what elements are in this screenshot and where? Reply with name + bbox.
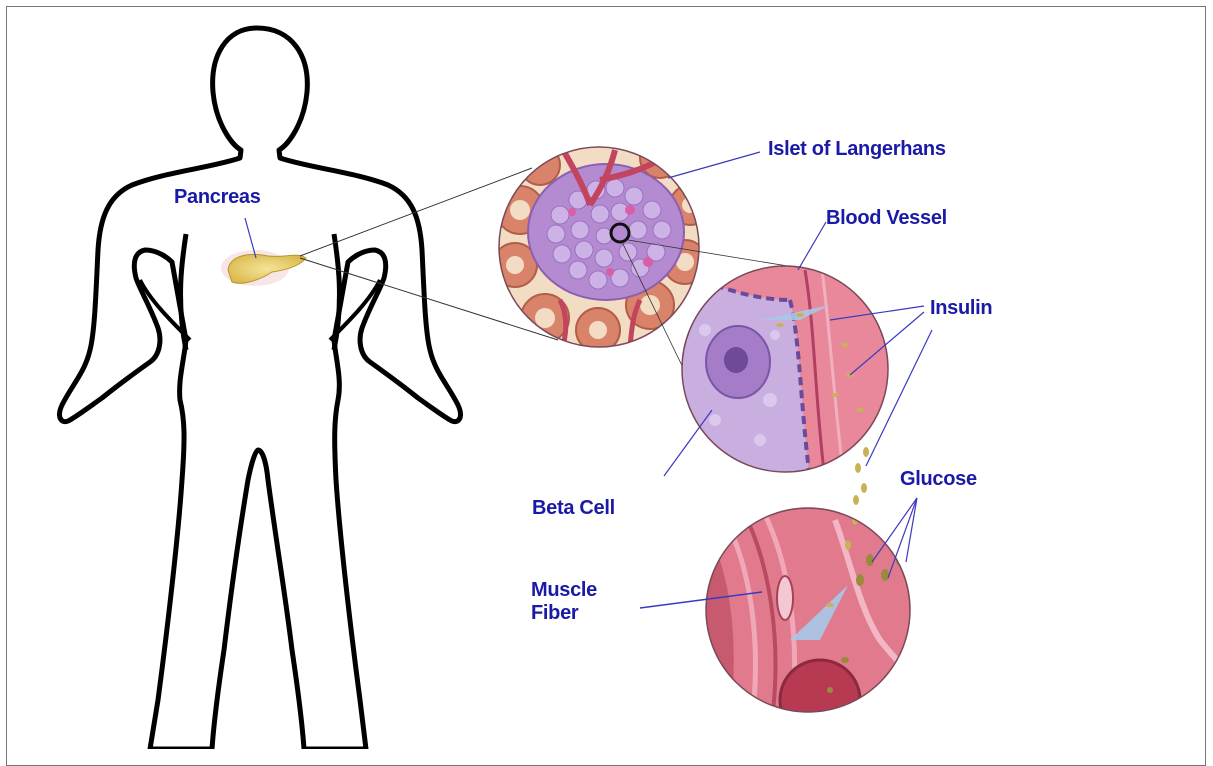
beta-cell-circle [680, 260, 895, 480]
label-beta-cell: Beta Cell [532, 497, 615, 520]
insulin-granules [853, 447, 869, 505]
diagram-canvas: Pancreas Islet of Langerhans Blood Vesse… [0, 0, 1213, 749]
glucose-pointer-1 [872, 498, 917, 562]
glucose-pointer-3 [906, 498, 917, 562]
label-blood-vessel: Blood Vessel [826, 207, 947, 230]
label-muscle-fiber: Muscle Fiber [531, 579, 641, 625]
label-muscle-fiber-line1: Muscle [531, 579, 641, 602]
label-insulin: Insulin [930, 297, 992, 320]
label-muscle-fiber-line2: Fiber [531, 602, 641, 625]
islet-pointer [668, 152, 760, 178]
label-islet-of-langerhans: Islet of Langerhans [768, 138, 946, 161]
label-glucose: Glucose [900, 468, 977, 491]
beta-cell-pointer [664, 410, 712, 476]
label-pancreas: Pancreas [174, 186, 261, 209]
glucose-pointer-2 [888, 498, 917, 578]
diagram-drawing [0, 0, 1213, 749]
blood-vessel-pointer [798, 222, 826, 270]
human-body-outline [60, 28, 461, 749]
